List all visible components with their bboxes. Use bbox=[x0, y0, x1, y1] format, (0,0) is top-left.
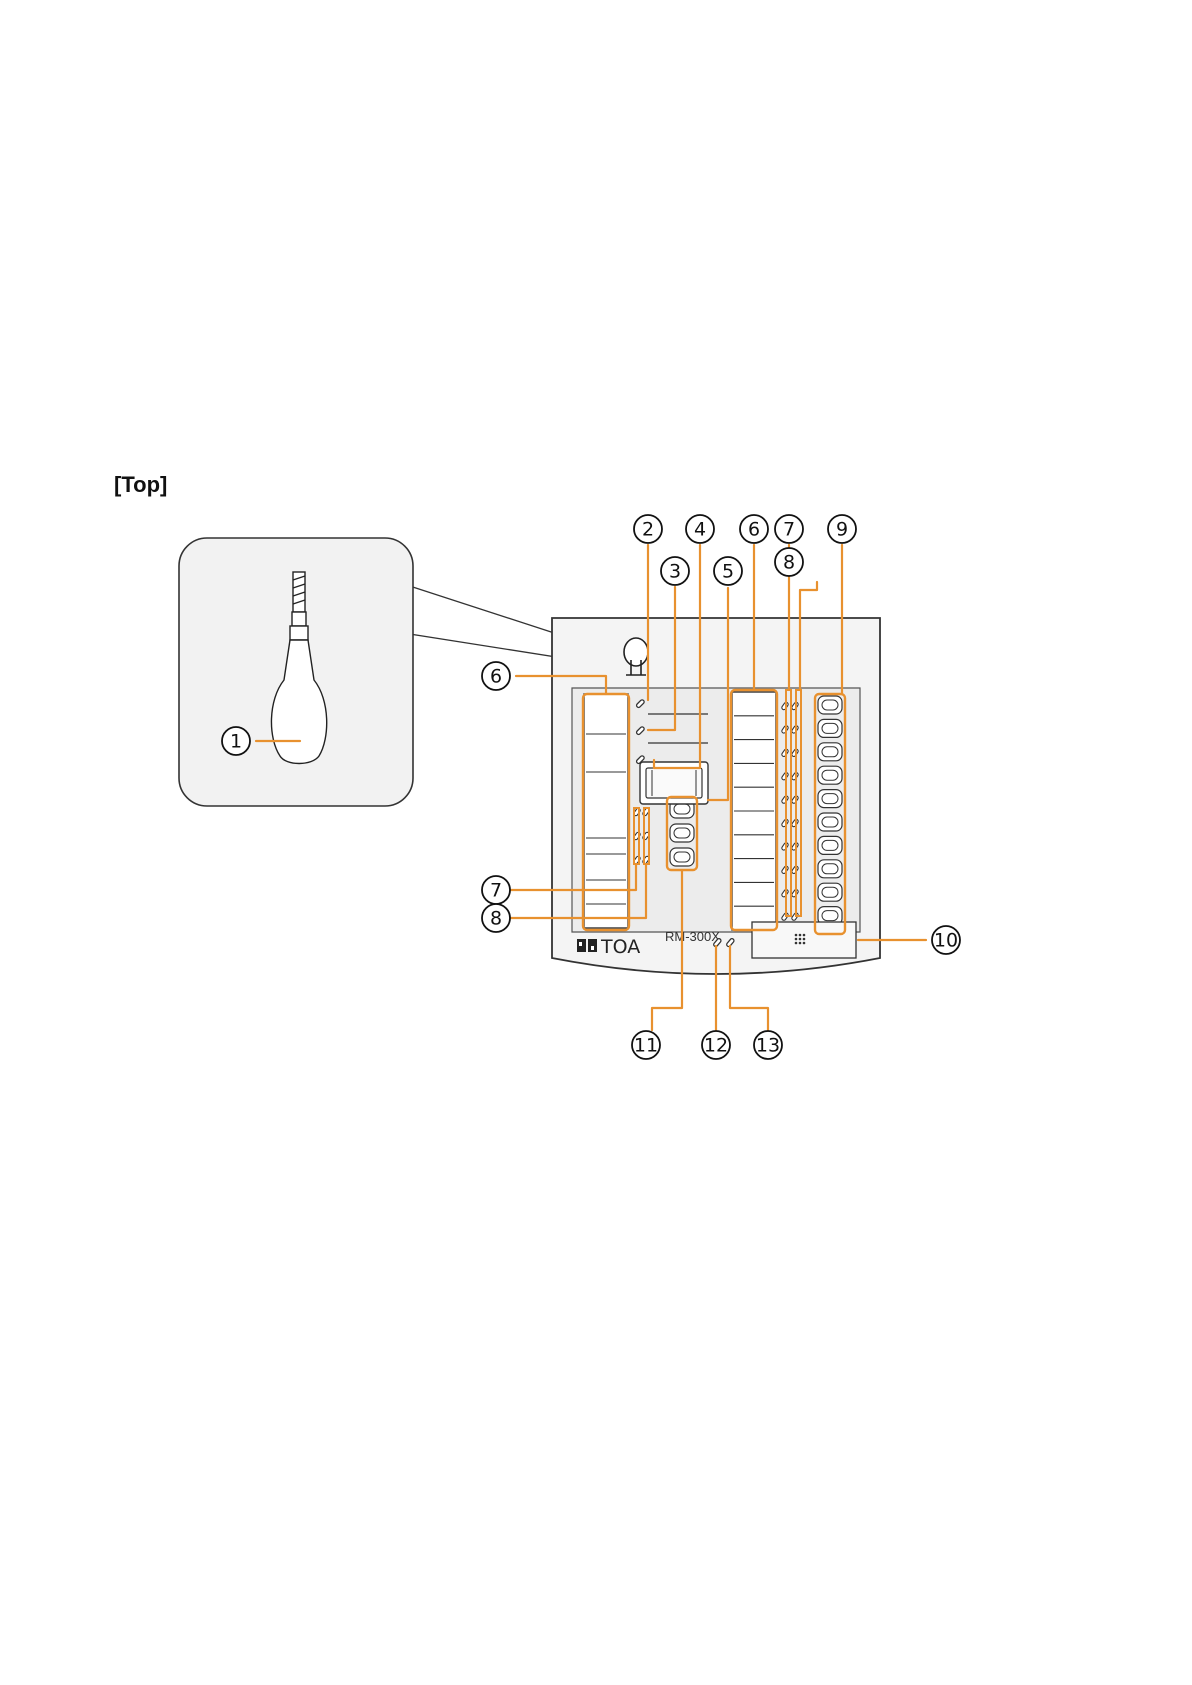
callout-number: 1 bbox=[230, 731, 242, 753]
speaker-grille bbox=[752, 922, 856, 958]
callout-number: 6 bbox=[748, 519, 760, 541]
key-stack-frame bbox=[584, 694, 628, 928]
select-button-cap bbox=[822, 770, 838, 780]
callout-number: 10 bbox=[934, 930, 958, 952]
select-button-cap bbox=[822, 864, 838, 874]
brand-name: TOA bbox=[600, 936, 640, 958]
select-button-cap bbox=[822, 817, 838, 827]
callout-number: 5 bbox=[722, 561, 734, 583]
select-button-cap bbox=[674, 852, 690, 862]
select-button-cap bbox=[822, 840, 838, 850]
right-zone-key-stack bbox=[732, 692, 776, 930]
function-key-buttons bbox=[670, 800, 694, 866]
callout-number: 4 bbox=[694, 519, 706, 541]
select-button-cap bbox=[822, 911, 838, 921]
select-button-cap bbox=[822, 723, 838, 733]
select-button-cap bbox=[822, 700, 838, 710]
select-button-cap bbox=[674, 804, 690, 814]
callout-number: 3 bbox=[669, 561, 681, 583]
select-button-cap bbox=[822, 794, 838, 804]
select-button-cap bbox=[822, 747, 838, 757]
callout-number: 7 bbox=[783, 519, 795, 541]
callout-number: 9 bbox=[836, 519, 848, 541]
left-zone-key-stack bbox=[584, 694, 628, 928]
callout-number: 13 bbox=[756, 1035, 780, 1057]
callout-number: 8 bbox=[490, 908, 502, 930]
model-name: RM-300X bbox=[665, 929, 720, 944]
callout-number: 11 bbox=[634, 1035, 658, 1057]
callout-number: 6 bbox=[490, 666, 502, 688]
callout-number: 12 bbox=[704, 1035, 728, 1057]
select-button-cap bbox=[822, 887, 838, 897]
callout-number: 7 bbox=[490, 880, 502, 902]
callout-number: 2 bbox=[642, 519, 654, 541]
select-button-cap bbox=[674, 828, 690, 838]
callout-number: 8 bbox=[783, 552, 795, 574]
